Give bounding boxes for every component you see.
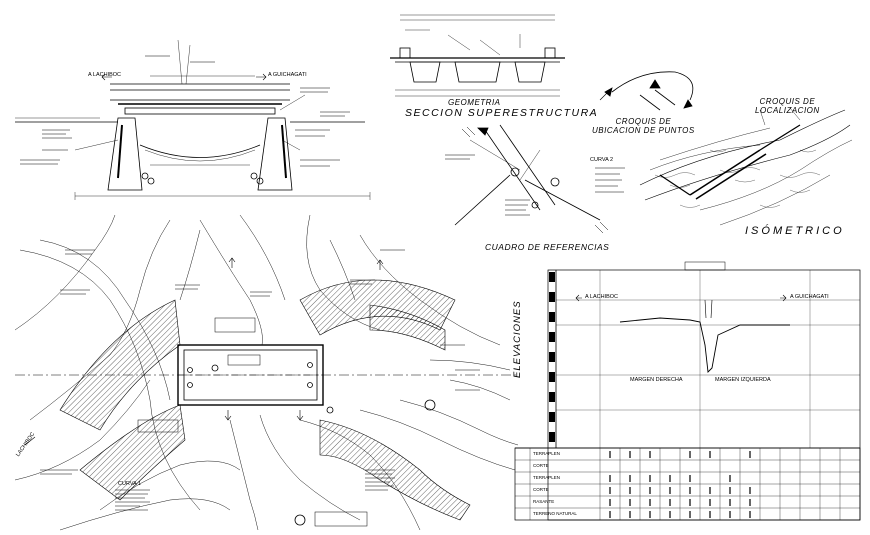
margen-derecha-label: MARGEN DERECHA (630, 377, 683, 383)
geometria-title: GEOMETRIA (448, 98, 501, 107)
table-row-label-1: TERRAPLEN (533, 451, 561, 456)
table-row-label-6: TERRENO NATURAL (533, 511, 577, 516)
plan-view (14, 214, 520, 531)
table-row-label-2: CORTE (533, 463, 549, 468)
table-row-label-3: TERRAPLEN (533, 475, 561, 480)
superstructure-section (390, 14, 565, 97)
elevaciones-title: ELEVACIONES (512, 300, 523, 378)
seccion-superestructura-title: SECCION SUPERESTRUCTURA (405, 107, 599, 119)
a-lachiboc-top-label: A LACHIBOC (88, 72, 122, 78)
isometric-view (639, 107, 853, 226)
table-row-label-5: RASANTE (533, 499, 555, 504)
reference-sketch (445, 124, 625, 234)
isometrico-title: ISÓMETRICO (745, 225, 845, 237)
croquis-puntos-title: CROQUIS DE UBICACION DE PUNTOS (592, 117, 695, 135)
table-row-label-4: CORTE (533, 487, 549, 492)
a-guichagati-top-label: A GUICHAGATI (268, 72, 307, 78)
curva-1-label: CURVA 1 (118, 481, 142, 487)
profile-view (514, 261, 861, 521)
longitudinal-section (15, 39, 371, 200)
margen-izquierda-label: MARGEN IZQUIERDA (715, 377, 771, 383)
points-location-sketch (599, 71, 694, 111)
cuadro-referencias-title: CUADRO DE REFERENCIAS (485, 242, 610, 252)
a-lachiboc-profile-label: A LACHIBOC (585, 294, 619, 300)
curva-2-label: CURVA 2 (590, 157, 614, 163)
a-guichagati-profile-label: A GUICHAGATI (790, 294, 829, 300)
croquis-localizacion-title: CROQUIS DE LOCALIZACION (755, 97, 820, 115)
